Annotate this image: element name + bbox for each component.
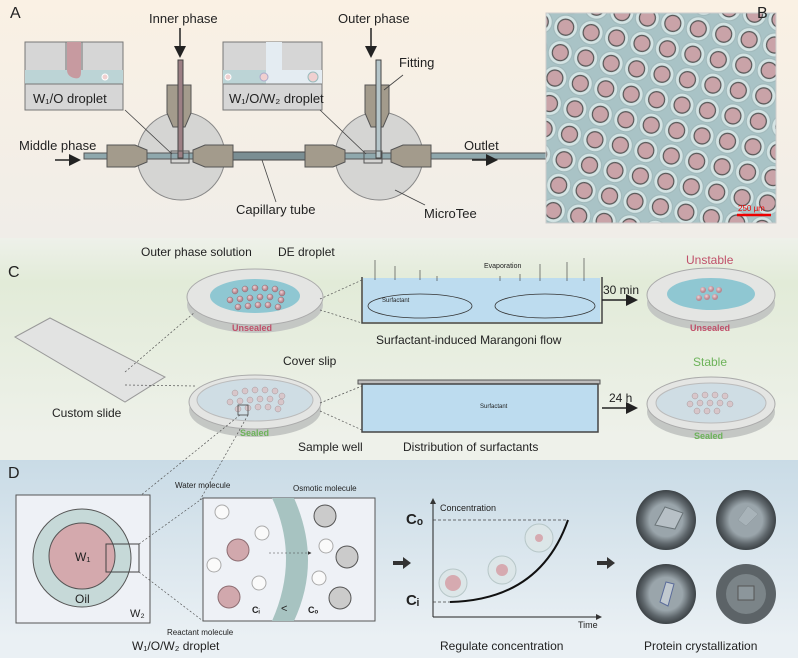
label-microtee: MicroTee [424,206,477,221]
crystal-images [636,490,776,624]
caption-w1ow2-droplet: W₁/O/W₂ droplet [132,639,220,653]
microfluidic-device [24,28,725,206]
label-outlet: Outlet [464,138,499,153]
label-unstable: Unstable [686,253,734,267]
label-middle-phase: Middle phase [19,138,97,153]
caption-protein-crystallization: Protein crystallization [644,639,758,653]
label-surfactant-distribution: Surfactant [480,404,508,410]
label-custom-slide: Custom slide [52,406,122,420]
label-evaporation: Evaporation [484,263,522,270]
panel-c-graphics [13,258,776,501]
label-unsealed-right: Unsealed [690,323,731,333]
panel-letter-a: A [10,5,21,22]
scale-bar-label: 250 μm [738,204,765,213]
label-w1: W₁ [75,550,91,564]
axis-tick-ci: Cᵢ [406,592,419,609]
axis-tick-co: Cₒ [406,511,423,528]
label-w1o-droplet: W₁/O droplet [33,91,107,106]
label-surfactant-marangoni: Surfactant [382,298,410,304]
label-w1ow2-droplet: W₁/O/W₂ droplet [229,91,324,106]
label-oil: Oil [75,592,90,606]
label-stable: Stable [693,355,728,369]
panel-letter-c: C [8,264,20,281]
label-sealed: Sealed [240,428,270,438]
label-less-than: < [281,603,288,615]
panel-d-graphics [15,490,776,624]
label-outer-phase-solution: Outer phase solution [141,245,252,259]
axis-label-concentration: Concentration [440,503,497,513]
label-outer-phase: Outer phase [338,11,410,26]
caption-distribution-surfactants: Distribution of surfactants [403,440,539,454]
caption-marangoni-flow: Surfactant-induced Marangoni flow [376,333,562,347]
label-osmotic-molecule: Osmotic molecule [293,484,357,493]
label-unsealed: Unsealed [232,323,273,333]
micrograph-image [545,12,777,224]
label-w2: W₂ [130,608,145,620]
label-cover-slip: Cover slip [283,354,337,368]
label-co: Cₒ [308,605,319,615]
label-fitting: Fitting [399,55,435,70]
label-capillary-tube: Capillary tube [236,202,316,217]
label-24-h: 24 h [609,391,633,405]
caption-regulate-concentration: Regulate concentration [440,639,564,653]
label-sample-well: Sample well [298,440,363,454]
label-sealed-right: Sealed [694,431,724,441]
label-water-molecule: Water molecule [175,481,231,490]
label-30-min: 30 min [603,283,640,297]
label-ci: Cᵢ [252,605,260,615]
panel-letter-b: B [757,5,768,22]
label-de-droplet: DE droplet [278,245,335,259]
axis-label-time: Time [578,620,598,630]
label-reactant-molecule: Reactant molecule [167,628,234,637]
label-inner-phase: Inner phase [149,11,218,26]
panel-letter-d: D [8,465,20,482]
